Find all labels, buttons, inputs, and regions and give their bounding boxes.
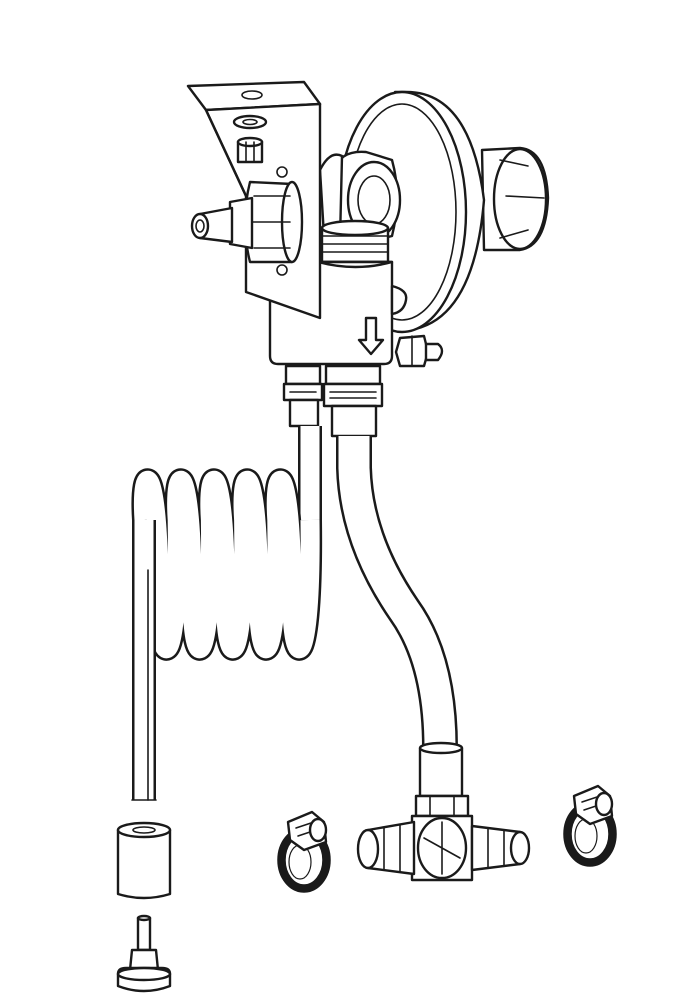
flow-arrow-down-icon: [357, 316, 385, 356]
outlet-fitting-left: [282, 364, 324, 428]
outlet-fitting-right: [322, 364, 384, 438]
coil-fill: [133, 470, 320, 659]
hose-clamp-left: [277, 810, 331, 893]
flexible-hose: [336, 436, 458, 749]
inlet-fitting: [190, 180, 304, 264]
washer: [232, 114, 268, 130]
t-connector: [356, 741, 531, 882]
capillary-tube-coil: [131, 426, 323, 801]
hex-nut: [236, 136, 264, 164]
elbow-connector: [318, 150, 402, 246]
tube-sleeve: [116, 821, 172, 900]
foot-strainer: [116, 914, 172, 993]
hose-clamp-right: [563, 784, 617, 867]
side-hex-screw: [394, 334, 444, 368]
